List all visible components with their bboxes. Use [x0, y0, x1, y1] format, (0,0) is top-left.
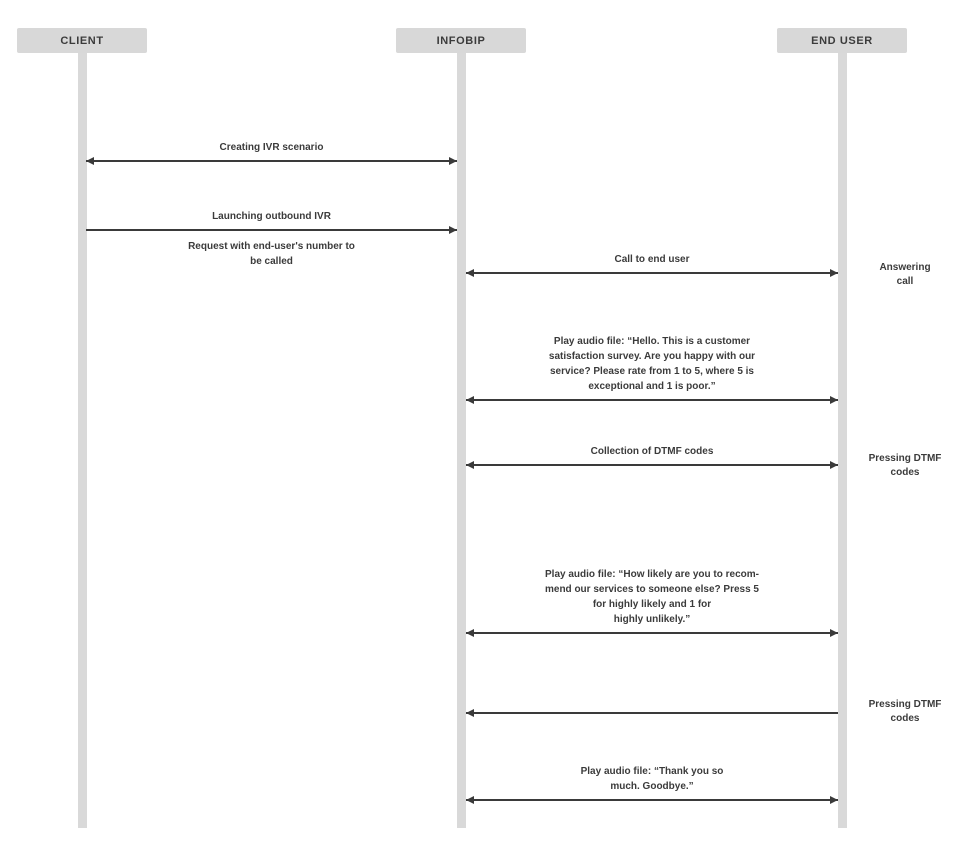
message-line-dtmf-response	[466, 712, 838, 714]
actor-label-client: CLIENT	[60, 34, 104, 47]
message-line-play-audio-satisfaction-survey	[466, 399, 838, 401]
actor-box-client: CLIENT	[17, 28, 147, 53]
arrowhead-right-play-audio-satisfaction-survey	[830, 396, 838, 404]
message-line-collection-of-dtmf-codes	[466, 464, 838, 466]
arrowhead-left-call-to-end-user	[466, 269, 474, 277]
arrowhead-left-collection-of-dtmf-codes	[466, 461, 474, 469]
note-pressing-dtmf-2: Pressing DTMF codes	[868, 699, 942, 724]
message-line-call-to-end-user	[466, 272, 838, 274]
message-sublabel-launching-outbound-ivr: Request with end-user's number to be cal…	[188, 241, 355, 267]
message-label-play-audio-recommend: Play audio file: “How likely are you to …	[545, 569, 759, 625]
actor-box-infobip: INFOBIP	[396, 28, 526, 53]
message-label-call-to-end-user: Call to end user	[614, 254, 690, 265]
arrowhead-left-creating-ivr-scenario	[86, 157, 94, 165]
actor-box-end-user: END USER	[777, 28, 907, 53]
arrowhead-right-play-audio-goodbye	[830, 796, 838, 804]
arrowhead-left-play-audio-recommend	[466, 629, 474, 637]
message-line-creating-ivr-scenario	[86, 160, 457, 162]
message-label-collection-of-dtmf-codes: Collection of DTMF codes	[590, 446, 714, 457]
message-line-play-audio-recommend	[466, 632, 838, 634]
message-label-creating-ivr-scenario: Creating IVR scenario	[219, 142, 324, 153]
arrowhead-left-play-audio-satisfaction-survey	[466, 396, 474, 404]
arrowhead-left-play-audio-goodbye	[466, 796, 474, 804]
arrowhead-right-launching-outbound-ivr	[449, 226, 457, 234]
message-line-play-audio-goodbye	[466, 799, 838, 801]
lifeline-client	[77, 53, 87, 828]
actor-label-infobip: INFOBIP	[436, 34, 486, 47]
message-label-play-audio-satisfaction-survey: Play audio file: “Hello. This is a custo…	[548, 336, 756, 392]
lifeline-infobip	[456, 53, 466, 828]
arrowhead-right-creating-ivr-scenario	[449, 157, 457, 165]
actor-label-end-user: END USER	[811, 34, 873, 47]
lifeline-end-user	[837, 53, 847, 828]
message-label-play-audio-goodbye: Play audio file: “Thank you so much. Goo…	[580, 766, 724, 792]
arrowhead-right-call-to-end-user	[830, 269, 838, 277]
arrowhead-right-play-audio-recommend	[830, 629, 838, 637]
arrowhead-right-collection-of-dtmf-codes	[830, 461, 838, 469]
arrowhead-left-dtmf-response	[466, 709, 474, 717]
message-line-launching-outbound-ivr	[86, 229, 457, 231]
note-pressing-dtmf-1: Pressing DTMF codes	[868, 453, 942, 478]
note-answering-call: Answering call	[879, 262, 931, 287]
message-label-launching-outbound-ivr: Launching outbound IVR	[212, 211, 331, 222]
